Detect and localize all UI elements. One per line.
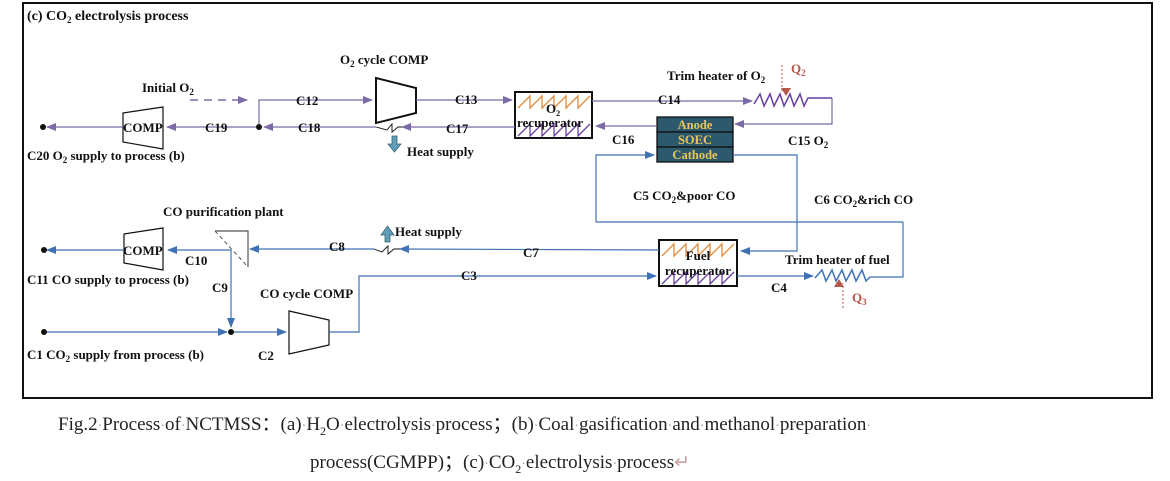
stream-c6 [740, 224, 798, 255]
label-c15: C15 O2 [788, 133, 829, 150]
process-diagram: (c) CO2 electrolysis process Initial O2 … [27, 9, 913, 364]
heat-supply-2-label: Heat supply [395, 224, 462, 239]
o2-cycle-comp-label: O2 cycle COMP [340, 52, 428, 69]
label-c19: C19 [205, 120, 228, 135]
junction-co2 [228, 329, 234, 335]
co-purification-plant [215, 230, 249, 267]
fuel-recup-label-1: Fuel [686, 248, 711, 263]
label-c20: C20 O2 supply to process (b) [27, 148, 185, 165]
caption-line-1: Fig.2·Process·of·NCTMSS：(a)·H2O·electrol… [58, 414, 872, 438]
label-c9: C9 [212, 280, 228, 295]
anode-label: Anode [678, 118, 713, 132]
endpoint-c1 [41, 329, 47, 335]
co-comp-label: COMP [123, 243, 163, 258]
junction-o2 [256, 124, 262, 130]
soec-stack: Anode SOEC Cathode [656, 116, 734, 163]
stream-c12 [258, 96, 373, 128]
paragraph-mark-icon: ↵ [674, 452, 691, 473]
label-c8: C8 [329, 239, 345, 254]
label-c6: C6 CO2&rich CO [814, 192, 913, 209]
q3-label: Q3 [852, 290, 867, 307]
heat-exchanger-fuel-icon [373, 244, 400, 255]
o2-recup-hot-coil [517, 94, 591, 110]
soec-label: SOEC [678, 133, 712, 147]
fuel-recup-hot-coil [661, 242, 735, 258]
label-c1: C1 CO2 supply from process (b) [27, 347, 204, 364]
heat-supply-1-label: Heat supply [407, 144, 474, 159]
label-c7: C7 [523, 245, 539, 260]
label-c10: C10 [185, 253, 207, 268]
co-cycle-comp-label: CO cycle COMP [260, 286, 353, 301]
o2-recup-label-2: recuperator [517, 115, 583, 130]
endpoint-c20 [40, 124, 46, 130]
label-c14: C14 [658, 92, 681, 107]
endpoint-c11 [41, 247, 47, 253]
trim-heater-fuel [814, 268, 871, 283]
stream-c3 [329, 272, 657, 333]
label-c11: C11 CO supply to process (b) [27, 272, 189, 287]
stream-c7 [399, 245, 660, 254]
label-c17: C17 [446, 121, 469, 136]
cathode-label: Cathode [672, 148, 718, 162]
heat-supply-down-arrow-icon [387, 135, 402, 153]
o2-comp-label: COMP [123, 120, 163, 135]
o2-cycle-compressor [375, 76, 417, 125]
co-purification-label: CO purification plant [163, 204, 284, 219]
initial-o2-label: Initial O2 [142, 80, 194, 97]
o2-supply-compressor [122, 106, 164, 150]
fuel-recup-cold-coil [661, 270, 735, 286]
label-c16: C16 [612, 132, 635, 147]
label-c12: C12 [296, 93, 318, 108]
label-c4: C4 [771, 280, 787, 295]
trim-heater-o2-label: Trim heater of O2 [667, 68, 766, 85]
trim-heater-o2 [753, 92, 832, 108]
o2-recup-cold-coil [517, 122, 591, 138]
panel-title: (c) CO2 electrolysis process [27, 9, 189, 25]
label-c3: C3 [461, 268, 477, 283]
q2-label: Q2 [791, 61, 806, 78]
stream-c5-cathode-in [595, 151, 655, 222]
label-c18: C18 [298, 120, 321, 135]
co-cycle-compressor [288, 310, 330, 355]
heat-supply-up-arrow-icon [380, 225, 395, 243]
co-purification-membrane [214, 230, 249, 268]
caption-line-2: process(CGMPP)；(c)·CO2·electrolysis·proc… [310, 452, 691, 476]
label-c2: C2 [258, 348, 274, 363]
diagram-frame [22, 2, 1153, 399]
trim-heater-fuel-label: Trim heater of fuel [785, 252, 890, 267]
co-supply-compressor [123, 227, 164, 271]
label-c13: C13 [455, 92, 478, 107]
stream-c4-return [870, 222, 904, 278]
fuel-recup-label-2: recuperator [665, 263, 731, 278]
heat-exchanger-o2-icon [375, 122, 402, 133]
stream-c6-cathode-out [733, 154, 798, 224]
label-c5: C5 CO2&poor CO [633, 188, 736, 205]
stream-c15 [734, 98, 833, 128]
